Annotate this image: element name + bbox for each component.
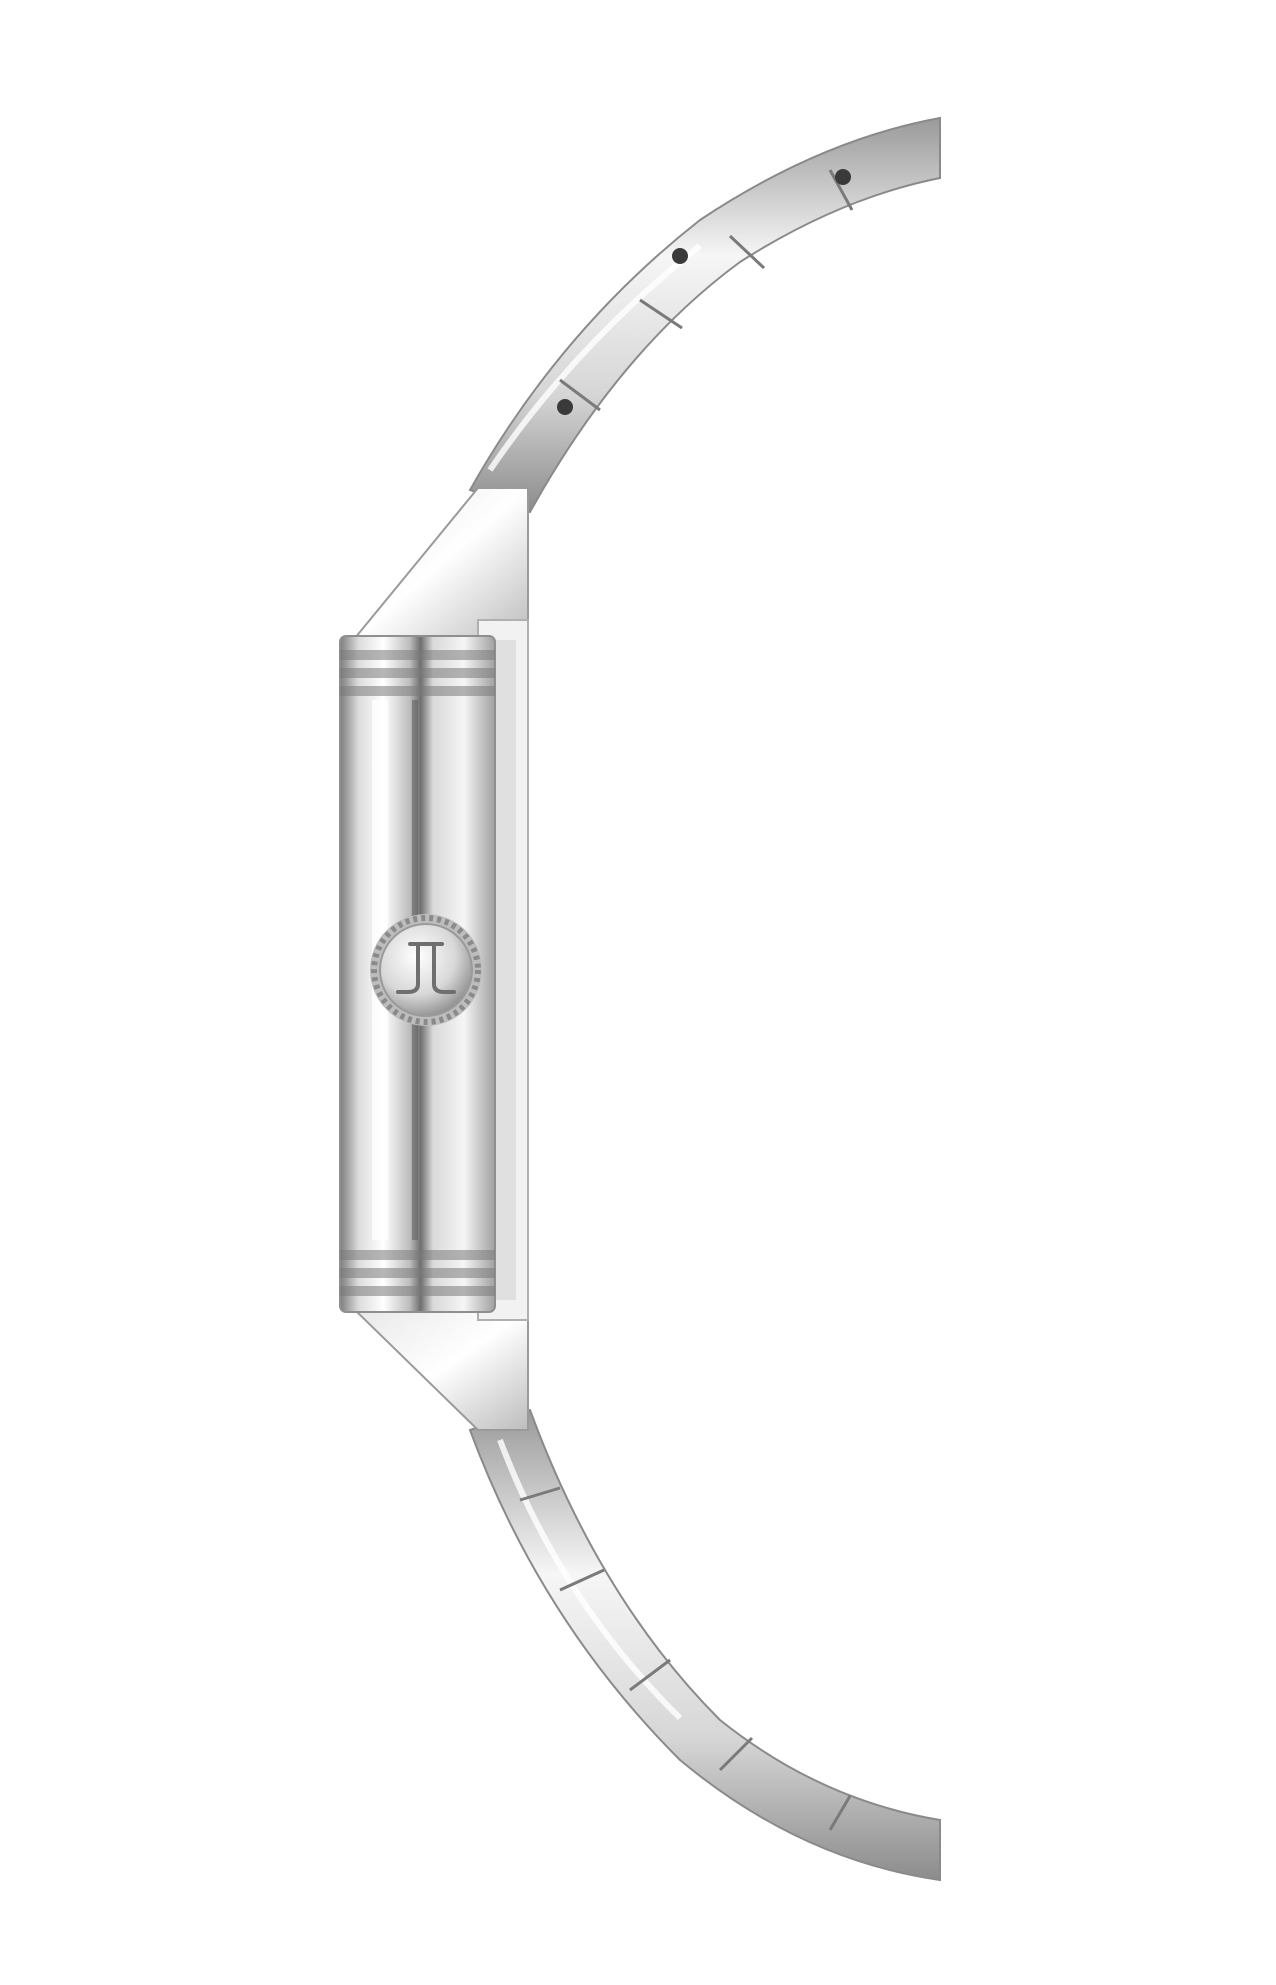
case-lug-bottom: [352, 1309, 529, 1431]
bracelet-lower: [468, 1408, 941, 1882]
brand-logo-icon: [396, 942, 456, 994]
bracelet-upper: [468, 116, 941, 514]
crown: [370, 914, 482, 1026]
bracelet-screw: [835, 169, 851, 185]
bracelet-screw: [672, 248, 688, 264]
case-lug-top: [352, 487, 529, 639]
bracelet-screw: [557, 399, 573, 415]
